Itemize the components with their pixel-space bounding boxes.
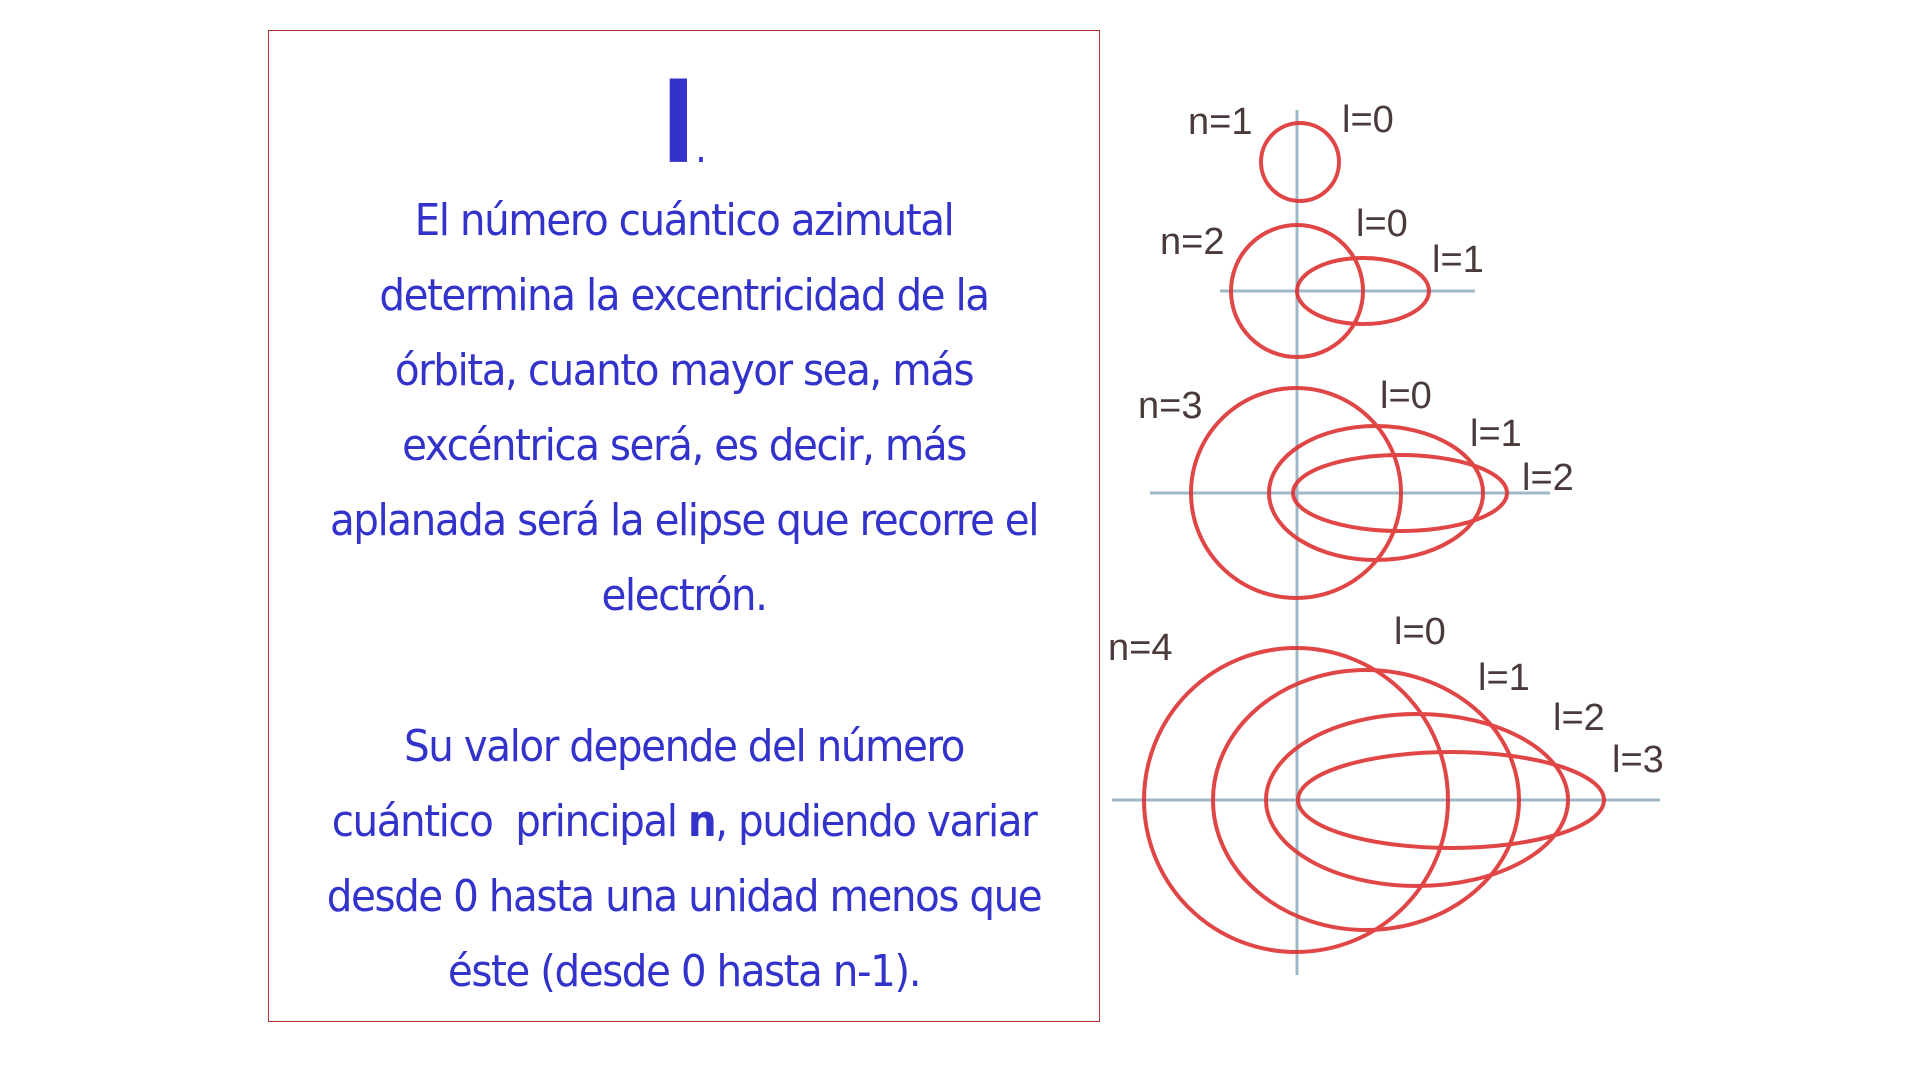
label-n3-l0: l=0 [1380,375,1432,417]
paragraph-line: Su valor depende del número [404,721,965,772]
value-range-paragraph: Su valor depende del número cuántico pri… [311,709,1056,1009]
orbit-n3-l1 [1267,424,1485,562]
label-n3-l2: l=2 [1522,457,1574,499]
label-n2-l0: l=0 [1356,203,1408,245]
paragraph-line: desde 0 hasta una unidad menos que [326,871,1043,922]
orbit-n4-l0 [1142,646,1450,954]
paragraph-line: electrón. [601,570,768,621]
text-segment: , pudiendo variar [715,796,1037,847]
paragraph-line: El número cuántico azimutal [414,195,955,246]
heading-letter: l [661,60,696,188]
orbit-diagram: n=1 l=0 n=2 l=0 l=1 n=3 l=0 l=1 l=2 n=4 … [1108,99,1664,975]
label-n4-l1: l=1 [1478,657,1530,699]
heading-letter-l: l. [269,69,1099,204]
orbit-n2-l1 [1295,256,1431,326]
orbit-n2-l0 [1229,223,1365,359]
orbits [1142,121,1606,954]
description-paragraph: El número cuántico azimutal determina la… [311,183,1056,633]
paragraph-line: aplanada será la elipse que recorre el [329,495,1040,546]
bold-n: n [687,796,717,847]
paragraph-line: excéntrica será, es decir, más [402,420,967,471]
label-n4: n=4 [1108,627,1172,669]
paragraph-line: éste (desde 0 hasta n-1). [447,946,922,997]
orbit-n4-l3 [1296,750,1606,850]
orbit-labels: n=1 l=0 n=2 l=0 l=1 n=3 l=0 l=1 l=2 n=4 … [1108,99,1664,781]
label-n2-l1: l=1 [1432,239,1484,281]
label-n4-l0: l=0 [1394,611,1446,653]
label-n4-l3: l=3 [1612,739,1664,781]
text-segment: cuántico principal [331,796,688,847]
orbit-n1-l0 [1259,121,1341,203]
label-n2: n=2 [1160,221,1224,263]
label-n3: n=3 [1138,385,1202,427]
paragraph-line: determina la excentricidad de la [379,270,990,321]
label-n1: n=1 [1188,101,1252,143]
orbit-n4-l1 [1211,668,1521,932]
heading-dot: . [695,126,707,172]
orbit-n3-l0 [1189,386,1403,600]
paragraph-line: cuántico principal n, pudiendo variar [311,784,1056,859]
paragraph-line: órbita, cuanto mayor sea, más [394,345,975,396]
label-n4-l2: l=2 [1553,697,1605,739]
text-panel: l. El número cuántico azimutal determina… [268,30,1100,1022]
label-n1-l0: l=0 [1342,99,1394,141]
orbit-n4-l2 [1264,712,1570,888]
orbit-n3-l2 [1291,453,1509,533]
label-n3-l1: l=1 [1470,413,1522,455]
